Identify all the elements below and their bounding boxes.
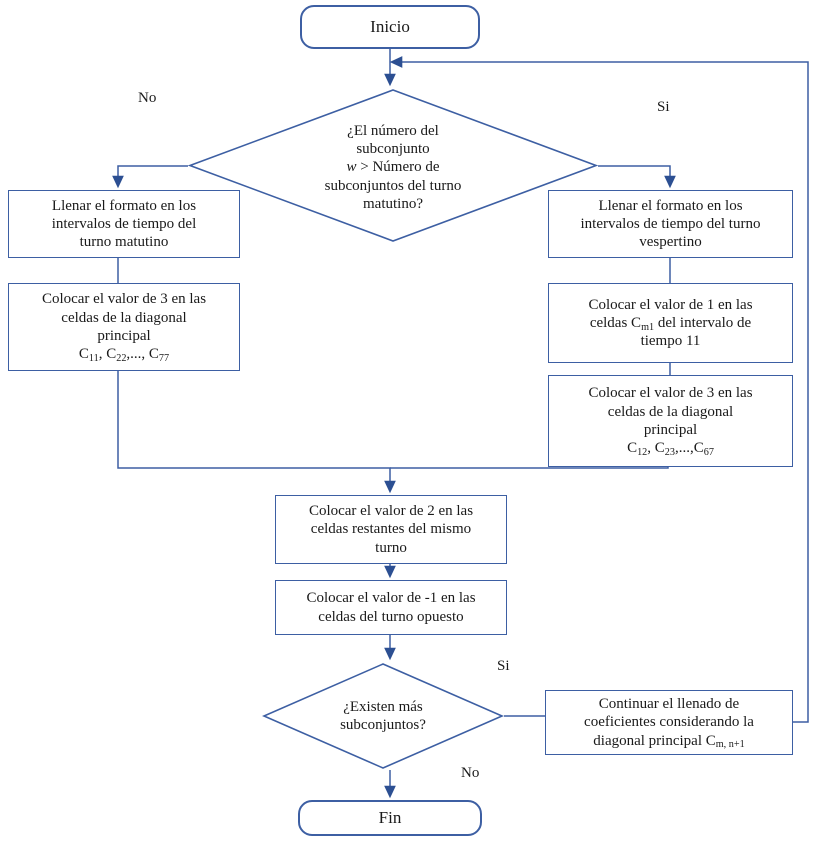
node-continuar-llenado-coeficientes[interactable]: Continuar el llenado de coeficientes con… <box>545 690 793 755</box>
val3ves-line3: principal <box>643 422 698 438</box>
llenarmat-line2: intervalos de tiempo del <box>51 215 197 232</box>
val3mat-cells: C11, C22,..., C77 <box>78 346 170 365</box>
val1ves-subscript: m1 <box>641 321 655 333</box>
llenarves-line3: vespertino <box>639 234 702 251</box>
edge-val3ves-to-val2 <box>390 467 669 469</box>
node-valor3-diagonal-vespertino[interactable]: Colocar el valor de 3 en las celdas de l… <box>548 375 793 467</box>
val1ves-line2-post: del intervalo de <box>654 314 752 331</box>
continuar-line1: Continuar el llenado de <box>598 696 740 713</box>
node-decision-existen-subconjuntos[interactable]: ¿Existen más subconjuntos? <box>262 662 504 770</box>
llenarves-line1: Llenar el formato en los <box>598 197 743 214</box>
decision-shape <box>187 89 599 242</box>
llenarmat-line3: turno matutino <box>79 234 169 251</box>
node-llenar-formato-vespertino[interactable]: Llenar el formato en los intervalos de t… <box>548 190 793 258</box>
decision1-line3: w > Número de <box>325 158 462 176</box>
node-decision-numero-text: ¿El número del subconjunto w > Número de… <box>188 88 598 245</box>
val3mat-line2: celdas de la diagonal <box>61 309 187 326</box>
decision1-line3-rest: > Número de <box>356 159 440 176</box>
val2-line2: celdas restantes del mismo <box>310 521 472 538</box>
node-decision-numero-subconjunto[interactable]: ¿El número del subconjunto w > Número de… <box>187 88 599 245</box>
decision-shape <box>262 663 504 769</box>
node-decision-subconjuntos-text: ¿Existen más subconjuntos? <box>262 662 504 770</box>
branch-label-decision1-no: No <box>138 90 157 106</box>
node-valor-menos1-turno-opuesto[interactable]: Colocar el valor de -1 en las celdas del… <box>275 580 507 635</box>
branch-label-decision2-si: Si <box>497 658 510 674</box>
decision2-line1: ¿Existen más <box>343 698 423 715</box>
node-valor2-celdas-restantes[interactable]: Colocar el valor de 2 en las celdas rest… <box>275 495 507 564</box>
node-llenar-formato-matutino[interactable]: Llenar el formato en los intervalos de t… <box>8 190 240 258</box>
branch-label-decision2-no: No <box>461 765 480 781</box>
val3ves-line2: celdas de la diagonal <box>607 403 734 420</box>
edge-decision1-no <box>112 165 188 189</box>
decision1-line1: ¿El número del <box>347 122 439 139</box>
decision1-line4: subconjuntos del turno <box>324 177 462 194</box>
edge-decision1-si <box>598 165 676 189</box>
val1ves-line2-pre: celdas C <box>589 314 642 331</box>
val2-line3: turno <box>375 539 407 556</box>
variable-w: w <box>346 159 357 176</box>
continuar-subscript: m, n+1 <box>715 739 745 751</box>
val3ves-cells: C12, C23,...,C67 <box>627 440 714 459</box>
node-valor3-diagonal-matutino[interactable]: Colocar el valor de 3 en las celdas de l… <box>8 283 240 371</box>
val1ves-line1: Colocar el valor de 1 en las <box>588 296 753 313</box>
decision1-line5: matutino? <box>363 195 423 212</box>
branch-label-decision1-si: Si <box>657 99 670 115</box>
edge-val3mat-to-val2 <box>117 371 396 494</box>
val2-line1: Colocar el valor de 2 en las <box>308 503 474 520</box>
continuar-line3-pre: diagonal principal C <box>593 732 716 749</box>
node-valor1-celdas-cm1[interactable]: Colocar el valor de 1 en las celdas Cm1 … <box>548 283 793 363</box>
llenarves-line2: intervalos de tiempo del turno <box>580 215 761 232</box>
decision2-line2: subconjuntos? <box>340 717 426 733</box>
node-inicio[interactable]: Inicio <box>300 5 480 49</box>
valm1-line1: Colocar el valor de -1 en las <box>306 590 476 607</box>
decision1-line2: subconjunto <box>356 141 430 158</box>
node-fin-label: Fin <box>378 807 402 827</box>
valm1-line2: celdas del turno opuesto <box>318 608 464 625</box>
llenarmat-line1: Llenar el formato en los <box>51 197 197 214</box>
node-fin[interactable]: Fin <box>298 800 482 836</box>
node-inicio-label: Inicio <box>370 16 410 36</box>
val3mat-line1: Colocar el valor de 3 en las <box>41 291 207 308</box>
val1ves-line3: tiempo 11 <box>640 333 701 350</box>
val3ves-line1: Colocar el valor de 3 en las <box>588 385 753 402</box>
val3mat-line3: principal <box>97 328 151 344</box>
continuar-line2: coeficientes considerando la <box>584 714 754 731</box>
